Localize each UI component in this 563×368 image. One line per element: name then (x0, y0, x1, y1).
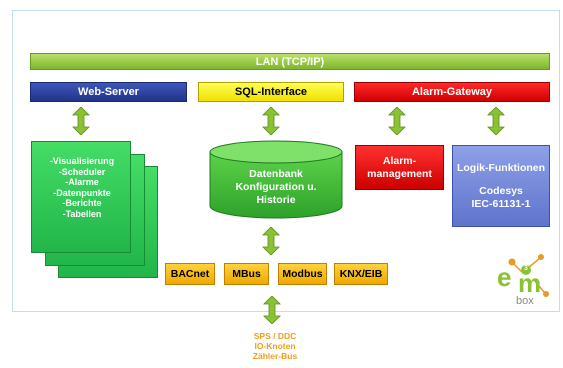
double-arrow-icon (262, 227, 280, 255)
sql-interface-bar: SQL-Interface (198, 82, 344, 102)
database-cylinder-icon (209, 140, 343, 219)
field-sps-ddc: SPS / DDC (253, 331, 297, 341)
web-server-bar: Web-Server (30, 82, 187, 102)
list-item: -Scheduler (58, 166, 106, 177)
list-item: -Alarme (65, 177, 99, 187)
logo-molecule-icon (508, 254, 549, 297)
protocol-modbus: Modbus (278, 263, 327, 285)
database-label: Datenbank Konfiguration u. Historie (235, 168, 317, 206)
double-arrow-icon (262, 107, 280, 135)
alarm-management-box: Alarm- management (355, 145, 444, 190)
lan-bar: LAN (TCP/IP) (30, 53, 550, 70)
logik-funktionen-box: Logik-Funktionen Codesys IEC-61131-1 (452, 145, 550, 227)
double-arrow-icon (388, 107, 406, 135)
list-item: -Datenpunkte (53, 187, 111, 198)
list-item: -Visualisierung (49, 156, 115, 166)
document-stack-front (31, 141, 131, 253)
e3m-box-logo: 3 e m box (494, 250, 552, 310)
protocol-mbus: MBus (224, 263, 269, 285)
double-arrow-icon (72, 107, 90, 135)
field-io-knoten: IO-Knoten (254, 341, 296, 351)
alarm-gateway-bar: Alarm-Gateway (354, 82, 550, 102)
web-features-list: -Visualisierung -Scheduler -Alarme -Date… (31, 156, 133, 219)
list-item: -Berichte (62, 198, 102, 208)
protocol-knx-eib: KNX/EIB (334, 263, 388, 285)
double-arrow-icon (487, 107, 505, 135)
protocol-bacnet: BACnet (165, 263, 215, 285)
field-zaehler-bus: Zähler-Bus (252, 351, 298, 361)
list-item: -Tabellen (62, 208, 102, 219)
double-arrow-icon (263, 296, 281, 324)
